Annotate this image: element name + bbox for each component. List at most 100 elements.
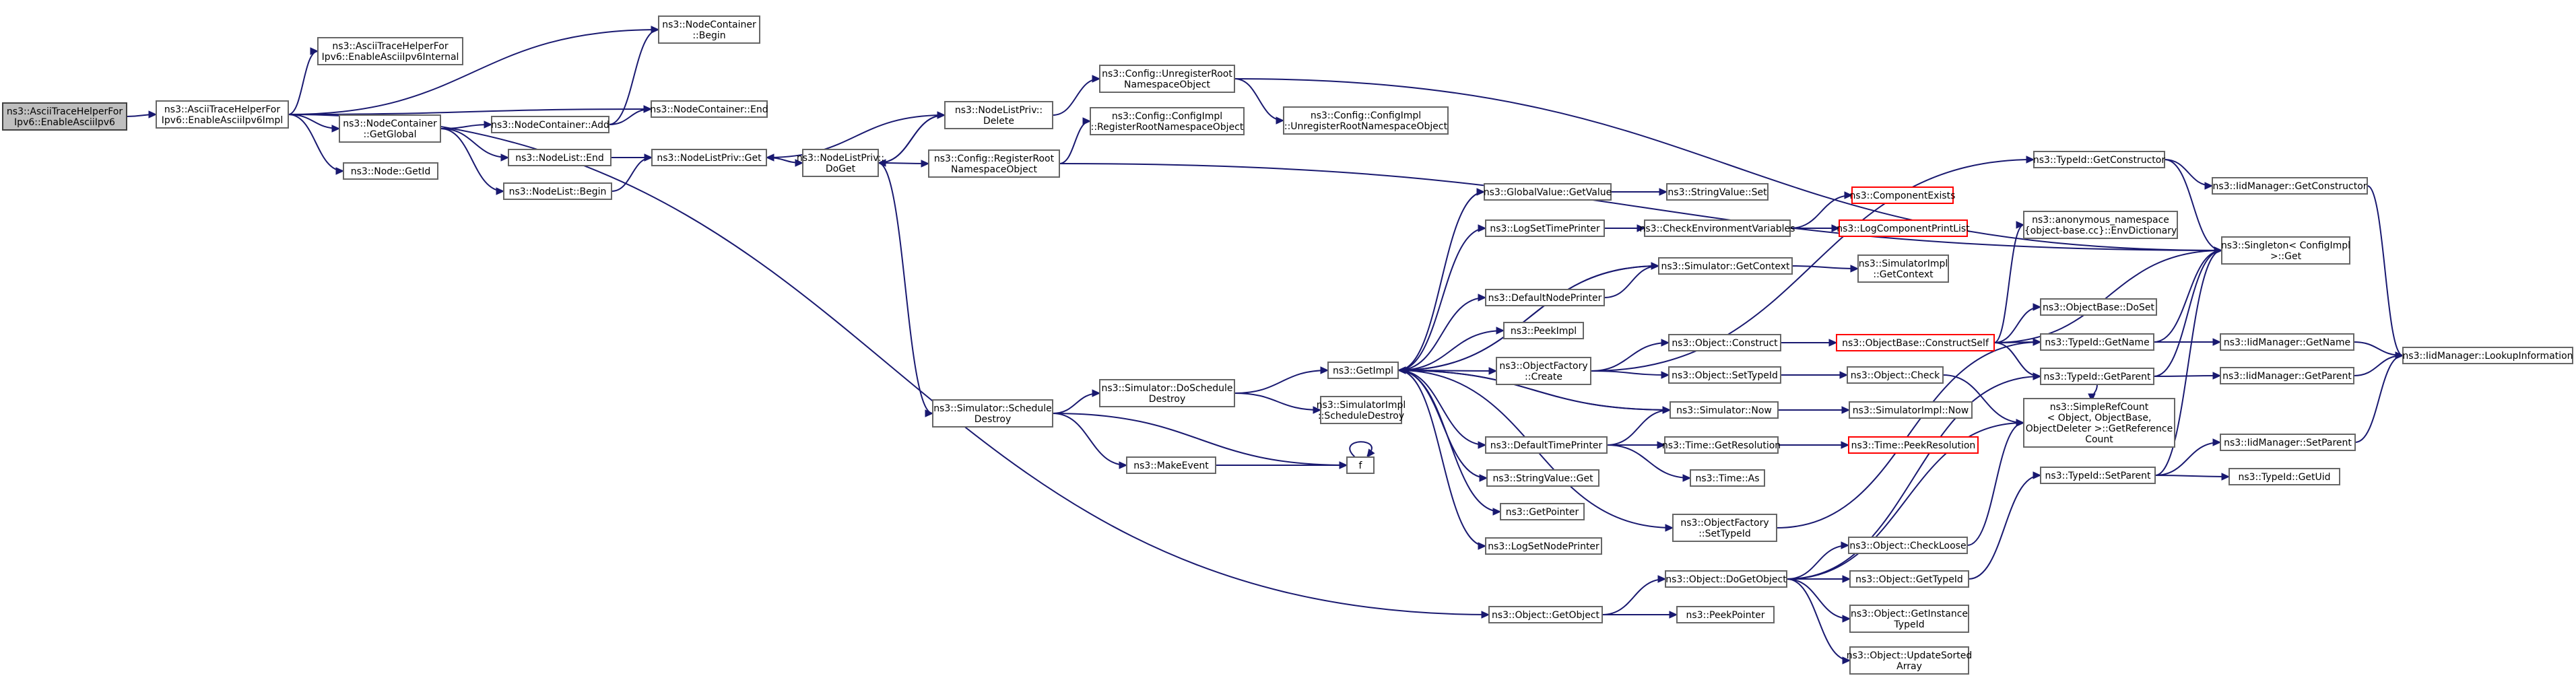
graph-node-time-peekres[interactable]: ns3::Time::PeekResolution — [1848, 436, 1979, 454]
graph-node-typeid-setparent[interactable]: ns3::TypeId::SetParent — [2040, 467, 2156, 484]
node-label: f — [1359, 461, 1363, 471]
graph-node-nl-begin[interactable]: ns3::NodeList::Begin — [503, 182, 612, 200]
graph-node-simimpl-now[interactable]: ns3::SimulatorImpl::Now — [1849, 401, 1973, 419]
graph-node-nc-end[interactable]: ns3::NodeContainer::End — [650, 100, 768, 118]
graph-node-obj-dogetobject[interactable]: ns3::Object::DoGetObject — [1665, 570, 1787, 588]
graph-node-nc-begin[interactable]: ns3::NodeContainer::Begin — [658, 15, 760, 44]
arrow-head — [2212, 372, 2222, 380]
edge-line — [1786, 422, 2024, 580]
graph-node-logsetnode[interactable]: ns3::LogSetNodePrinter — [1485, 537, 1602, 555]
graph-node-nlp-delete[interactable]: ns3::NodeListPriv::Delete — [944, 101, 1053, 129]
graph-node-iidm-getparent[interactable]: ns3::IidManager::GetParent — [2220, 367, 2354, 384]
arrow-head — [1659, 188, 1668, 196]
graph-node-node-getid[interactable]: ns3::Node::GetId — [343, 162, 438, 180]
graph-node-nlp-get[interactable]: ns3::NodeListPriv::Get — [651, 149, 767, 166]
graph-node-sv-get[interactable]: ns3::StringValue::Get — [1486, 469, 1599, 487]
node-label: {object-base.cc}::EnvDictionary — [2024, 226, 2177, 236]
graph-node-typeid-getparent[interactable]: ns3::TypeId::GetParent — [2040, 368, 2154, 385]
graph-node-typeid-getuid[interactable]: ns3::TypeId::GetUid — [2228, 468, 2340, 485]
graph-node-gv-getvalue[interactable]: ns3::GlobalValue::GetValue — [1484, 183, 1612, 201]
graph-node-defnodeprinter[interactable]: ns3::DefaultNodePrinter — [1485, 289, 1605, 306]
arrow-head — [1657, 575, 1667, 583]
graph-node-compexists[interactable]: ns3::ComponentExists — [1850, 186, 1956, 204]
graph-node-nc-getglobal[interactable]: ns3::NodeContainer::GetGlobal — [339, 114, 441, 143]
graph-node-f[interactable]: f — [1346, 456, 1375, 474]
graph-edge — [1602, 611, 1678, 619]
edge-line — [288, 29, 659, 115]
node-label: ns3::NodeContainer::End — [650, 104, 768, 115]
graph-edge — [2154, 246, 2223, 476]
graph-node-time-getres[interactable]: ns3::Time::GetResolution — [1662, 436, 1781, 454]
graph-node-obj-checkloose[interactable]: ns3::Object::CheckLoose — [1848, 537, 1968, 554]
node-label: ns3::ObjectFactory — [1499, 361, 1587, 372]
graph-node-simplerefcount[interactable]: ns3::SimpleRefCount< Object, ObjectBase,… — [2023, 398, 2175, 448]
graph-node-cfg-regroot[interactable]: ns3::Config::RegisterRootNamespaceObject — [928, 149, 1060, 178]
graph-node-sv-set[interactable]: ns3::StringValue::Set — [1666, 183, 1769, 201]
arrow-head — [2395, 351, 2404, 360]
nodes-layer: ns3::AsciiTraceHelperForIpv6::EnableAsci… — [2, 15, 2573, 675]
graph-node-objfact-settypeid[interactable]: ns3::ObjectFactory::SetTypeId — [1672, 514, 1777, 542]
graph-node-iidm-setparent[interactable]: ns3::IidManager::SetParent — [2220, 434, 2356, 451]
graph-node-eaint[interactable]: ns3::AsciiTraceHelperForIpv6::EnableAsci… — [317, 37, 463, 65]
graph-node-cfg-unregroot[interactable]: ns3::Config::UnregisterRootNamespaceObje… — [1099, 65, 1235, 93]
graph-node-iidm-lookup[interactable]: ns3::IidManager::LookupInformation — [2402, 347, 2573, 364]
graph-node-sim-getctx[interactable]: ns3::Simulator::GetContext — [1658, 257, 1793, 275]
graph-node-obj-check[interactable]: ns3::Object::Check — [1847, 366, 1944, 384]
graph-node-peekpointer[interactable]: ns3::PeekPointer — [1676, 606, 1775, 623]
graph-node-typeid-getname[interactable]: ns3::TypeId::GetName — [2040, 333, 2154, 351]
node-box — [1839, 219, 1968, 237]
edge-line — [1601, 578, 1666, 615]
graph-node-logcompprint[interactable]: ns3::LogComponentPrintList — [1837, 219, 1970, 237]
graph-node-nc-add[interactable]: ns3::NodeContainer::Add — [491, 116, 609, 133]
graph-node-cfgimpl-reg[interactable]: ns3::Config::ConfigImpl::RegisterRootNam… — [1090, 107, 1245, 135]
graph-node-singleton-get[interactable]: ns3::Singleton< ConfigImpl>::Get — [2221, 236, 2350, 265]
graph-node-logsettime[interactable]: ns3::LogSetTimePrinter — [1485, 219, 1605, 237]
graph-node-obj-getobject[interactable]: ns3::Object::GetObject — [1488, 606, 1603, 623]
node-box — [1670, 401, 1779, 419]
graph-node-obj-construct[interactable]: ns3::Object::Construct — [1668, 334, 1781, 351]
node-box — [1665, 570, 1787, 588]
graph-node-makeevent[interactable]: ns3::MakeEvent — [1126, 456, 1216, 474]
graph-node-iidm-getctor[interactable]: ns3::IidManager::GetConstructor — [2212, 177, 2368, 195]
graph-node-cfgimpl-unreg[interactable]: ns3::Config::ConfigImpl::UnregisterRootN… — [1283, 106, 1449, 135]
graph-node-objbase-constructself[interactable]: ns3::ObjectBase::ConstructSelf — [1836, 334, 1995, 351]
edge-line — [2164, 159, 2213, 186]
arrow-head — [795, 159, 804, 167]
graph-node-iidm-getname[interactable]: ns3::IidManager::GetName — [2220, 333, 2354, 351]
edge-line — [1397, 228, 1486, 371]
arrow-head — [2026, 156, 2035, 164]
arrow-head — [1366, 448, 1375, 458]
graph-node-obj-settypeid[interactable]: ns3::Object::SetTypeId — [1668, 366, 1781, 384]
graph-node-getpointer[interactable]: ns3::GetPointer — [1500, 503, 1585, 520]
graph-node-peekimpl[interactable]: ns3::PeekImpl — [1503, 322, 1584, 339]
graph-node-eaimpl[interactable]: ns3::AsciiTraceHelperForIpv6::EnableAsci… — [156, 100, 289, 129]
node-box — [1668, 366, 1781, 384]
graph-node-sim-schedd[interactable]: ns3::Simulator::ScheduleDestroy — [932, 399, 1053, 428]
graph-node-simimpl-getctx[interactable]: ns3::SimulatorImpl::GetContext — [1857, 254, 1949, 283]
node-label: ns3::anonymous_namespace — [2032, 215, 2169, 226]
graph-node-getimpl[interactable]: ns3::GetImpl — [1327, 362, 1399, 379]
graph-node-objbase-doset[interactable]: ns3::ObjectBase::DoSet — [2040, 298, 2157, 316]
graph-node-sim-now[interactable]: ns3::Simulator::Now — [1670, 401, 1779, 419]
arrow-head — [1661, 339, 1670, 347]
graph-node-nlp-doget[interactable]: ns3::NodeListPriv::DoGet — [797, 149, 884, 177]
graph-node-obj-gettypeid[interactable]: ns3::Object::GetTypeId — [1849, 570, 1969, 588]
graph-node-anon-envdict[interactable]: ns3::anonymous_namespace{object-base.cc}… — [2023, 211, 2178, 239]
graph-node-deftimeprinter[interactable]: ns3::DefaultTimePrinter — [1485, 436, 1608, 454]
graph-node-checkenv[interactable]: ns3::CheckEnvironmentVariables — [1640, 219, 1795, 237]
graph-node-typeid-getctor[interactable]: ns3::TypeId::GetConstructor — [2033, 151, 2165, 168]
graph-node-simimpl-schedd[interactable]: ns3::SimulatorImpl::ScheduleDestroy — [1317, 396, 1406, 424]
graph-node-objfact-create[interactable]: ns3::ObjectFactory::Create — [1496, 357, 1591, 385]
edge-line — [288, 108, 652, 115]
node-box — [1836, 334, 1995, 351]
graph-edge — [1052, 389, 1101, 414]
graph-node-nl-end[interactable]: ns3::NodeList::End — [508, 149, 612, 166]
graph-node-root[interactable]: ns3::AsciiTraceHelperForIpv6::EnableAsci… — [2, 102, 127, 131]
node-box — [491, 116, 609, 133]
graph-node-time-as[interactable]: ns3::Time::As — [1690, 469, 1765, 487]
node-label: ns3::NodeListPriv::Get — [657, 153, 762, 164]
edge-line — [2354, 355, 2404, 443]
